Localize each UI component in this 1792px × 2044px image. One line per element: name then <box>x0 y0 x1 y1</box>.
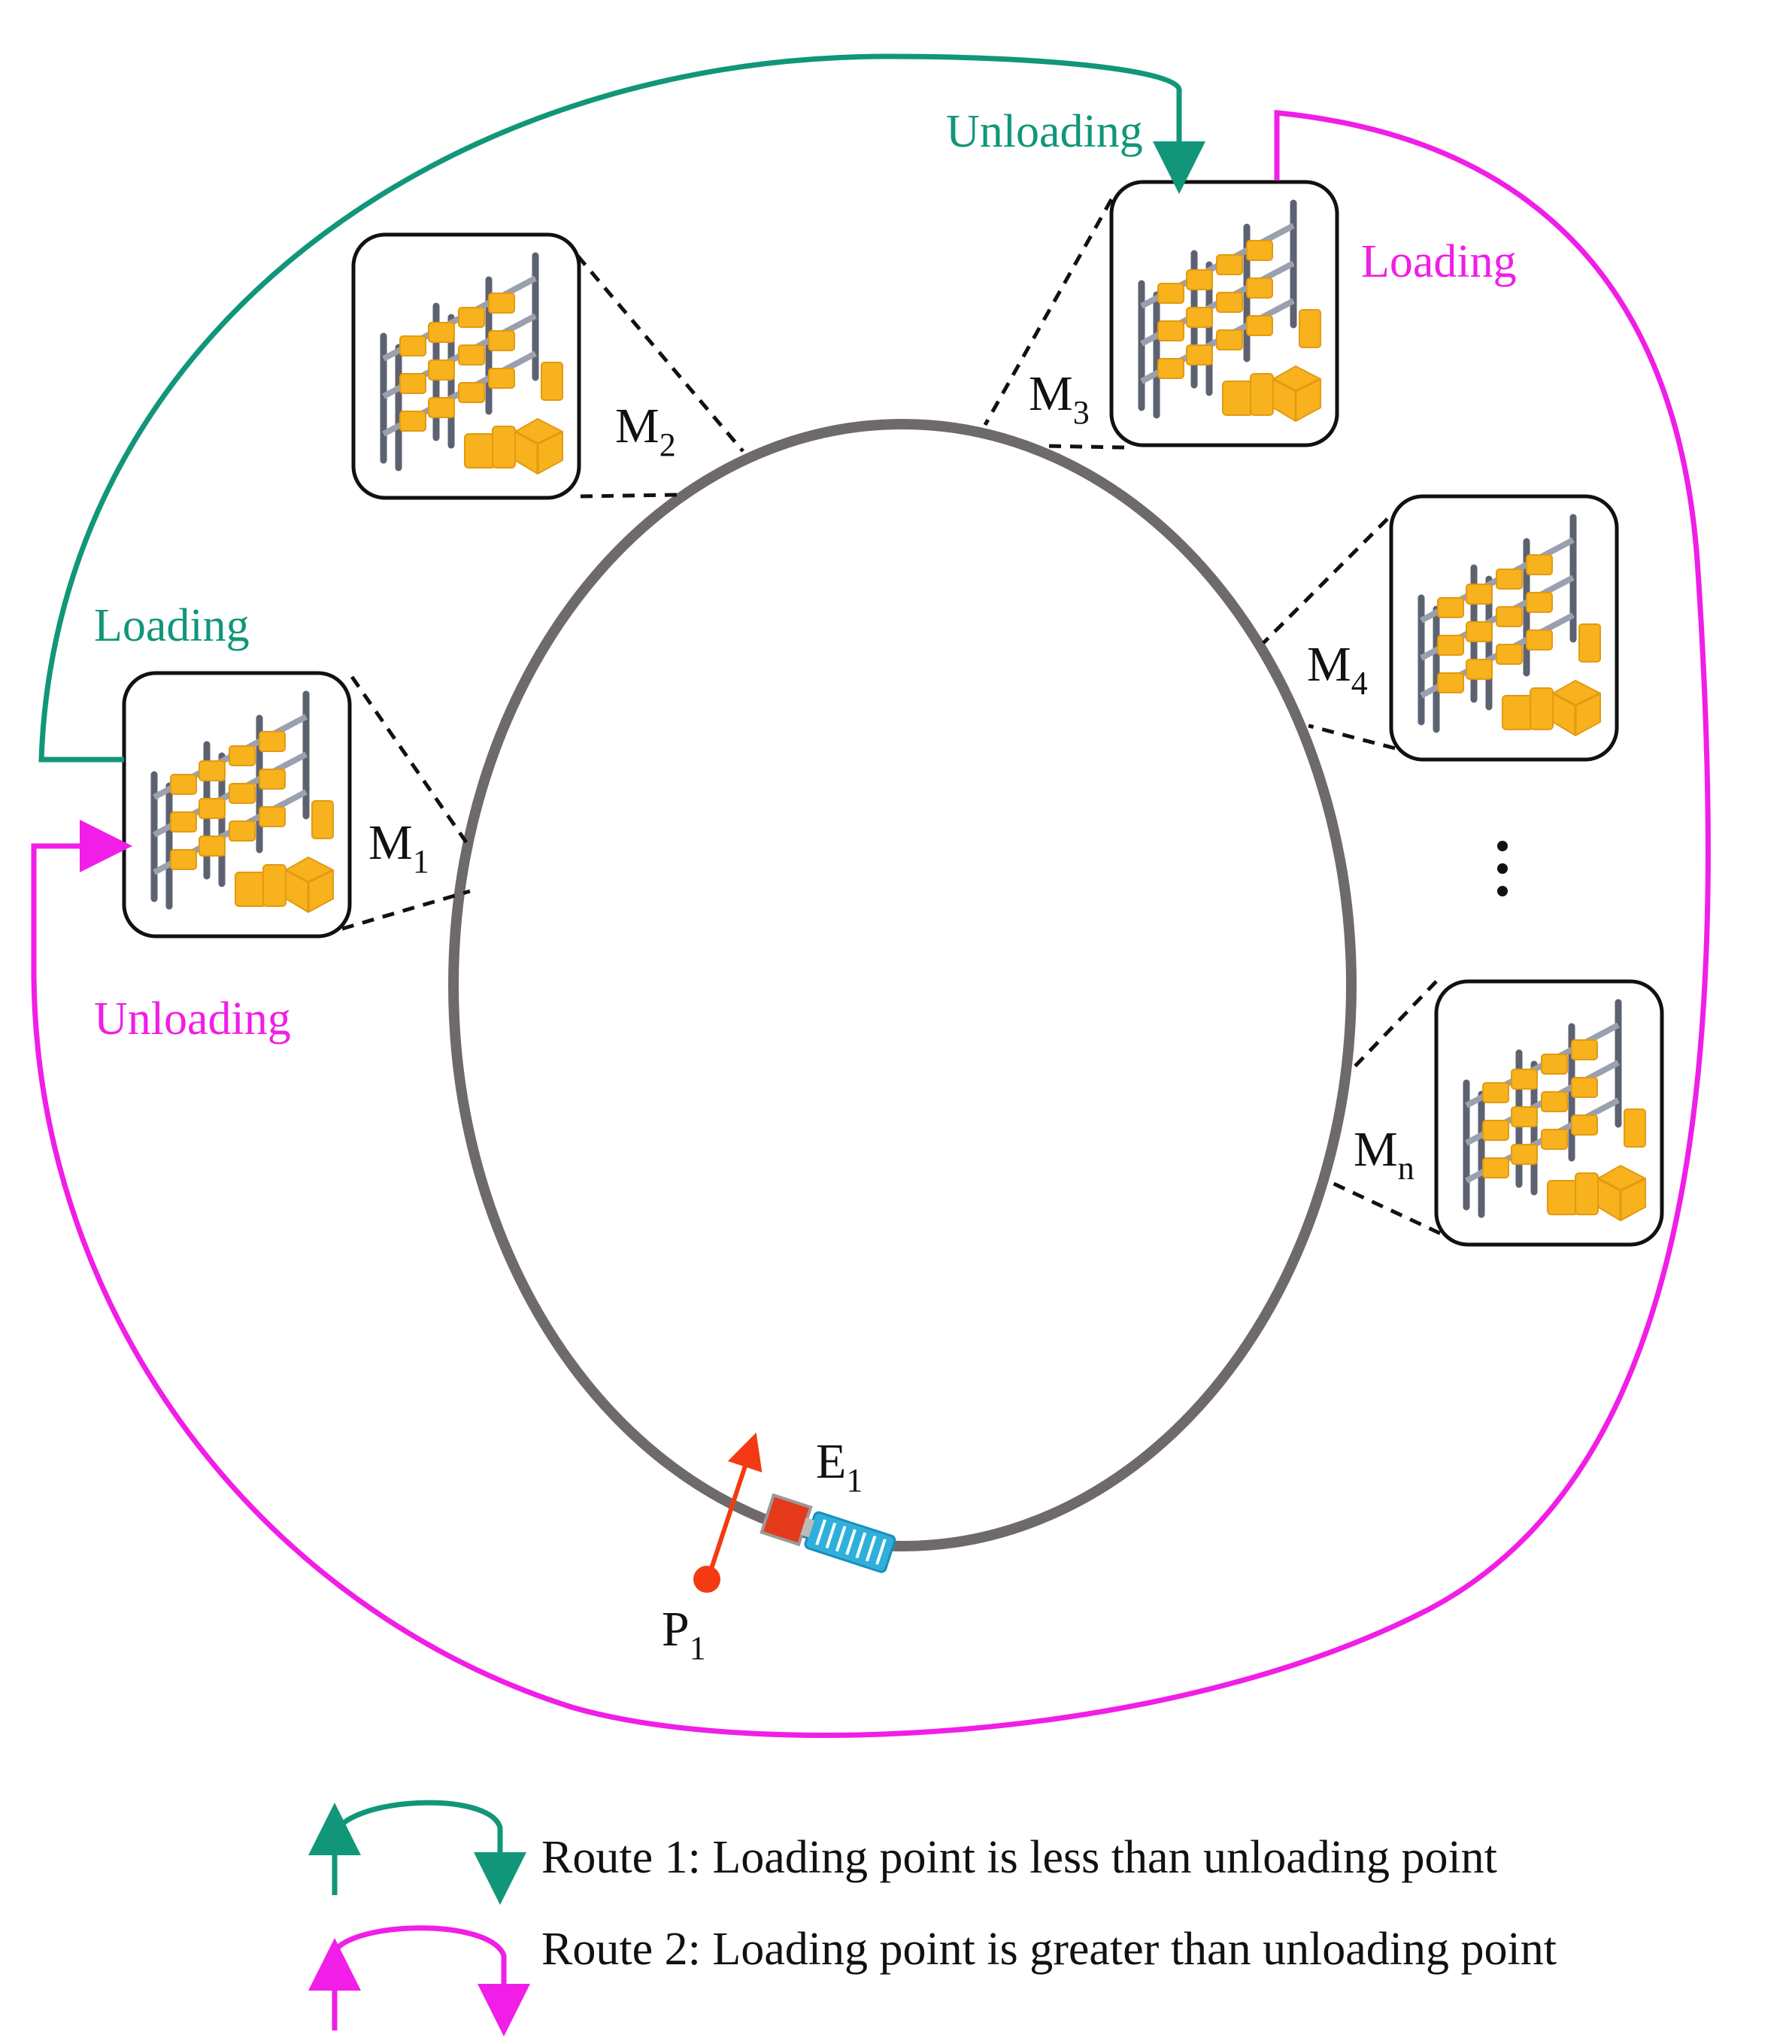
warehouse-icon-m2 <box>353 235 579 498</box>
route2-loading-label: Loading <box>1361 236 1517 287</box>
pickup-point-dot <box>693 1566 720 1593</box>
legend-route2-text: Route 2: Loading point is greater than u… <box>541 1924 1557 1975</box>
machine-label-m2: M2 <box>615 399 676 463</box>
legend-route1-icon <box>332 1800 526 1905</box>
route1-unloading-label: Unloading <box>946 106 1143 157</box>
route1-path <box>38 53 1205 763</box>
legend: Route 1: Loading point is less than unlo… <box>308 1800 1557 2036</box>
machine-label-m4: M4 <box>1307 637 1368 702</box>
pickup-label: P1 <box>662 1602 706 1666</box>
warehouse-icon-m3 <box>1111 182 1337 445</box>
route2-unloading-label: Unloading <box>94 993 291 1045</box>
route1-loading-label: Loading <box>94 600 250 651</box>
machine-label-m1: M1 <box>368 815 429 880</box>
elevator-vehicle <box>693 1432 896 1593</box>
elevator-label: E1 <box>816 1434 863 1499</box>
rack-connectors <box>341 198 1442 1236</box>
more-machines-dots <box>1497 841 1508 896</box>
legend-route1-text: Route 1: Loading point is less than unlo… <box>541 1832 1497 1883</box>
warehouse-icon-m1 <box>124 673 350 936</box>
ring-track <box>448 419 1357 1551</box>
machine-label-mn: Mn <box>1354 1122 1414 1187</box>
machine-label-m3: M3 <box>1029 366 1090 431</box>
warehouse-icon-mn <box>1436 981 1662 1245</box>
route2-path <box>31 110 1711 1738</box>
legend-route2-icon <box>332 1925 530 2036</box>
warehouse-icon-m4 <box>1391 496 1617 760</box>
